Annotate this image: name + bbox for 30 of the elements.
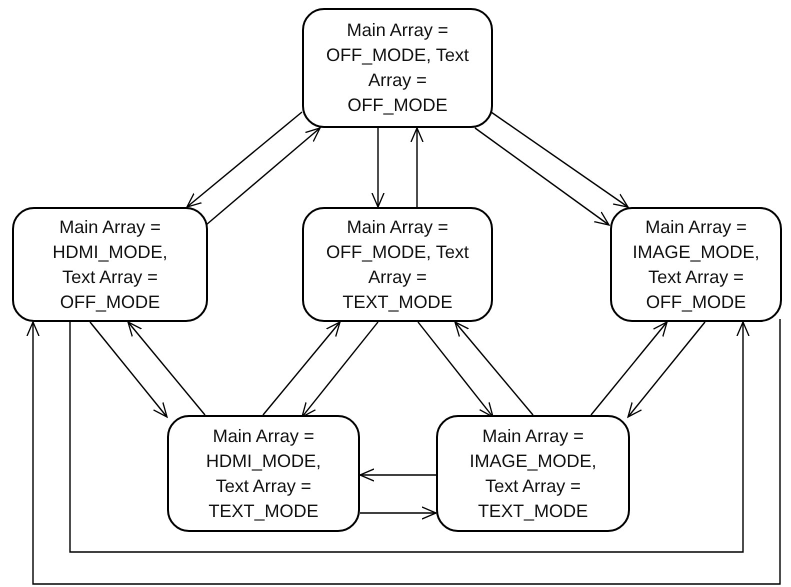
transition-arrow — [69, 321, 750, 553]
state-label: Main Array = IMAGE_MODE, Text Array = TEXT_MODE — [468, 424, 598, 522]
transition-arrow — [417, 322, 494, 418]
transition-arrow — [359, 468, 436, 482]
state-label: Main Array = OFF_MODE, Text Array = OFF_MODE — [325, 19, 470, 117]
state-box — [610, 207, 782, 322]
transition-arrow — [371, 128, 385, 208]
state-label: Main Array = HDMI_MODE, Text Array = TEXT_MODE — [204, 424, 322, 522]
transition-arrow — [627, 322, 706, 418]
transition-arrow — [360, 506, 437, 520]
transition-arrow — [454, 321, 534, 416]
state-box — [302, 207, 493, 322]
state-box — [302, 8, 493, 128]
state-box — [167, 415, 360, 532]
state-box — [436, 415, 630, 532]
state-box — [12, 207, 208, 322]
state-label: Main Array = IMAGE_MODE, Text Array = OFF_MODE — [631, 216, 761, 314]
transition-arrow — [301, 322, 379, 418]
transition-arrow — [410, 127, 424, 207]
state-label: Main Array = OFF_MODE, Text Array = TEXT_MODE — [325, 216, 470, 314]
transition-arrow — [590, 321, 668, 416]
transition-arrow — [127, 321, 206, 416]
transition-arrow — [89, 322, 168, 418]
transition-arrow — [26, 319, 781, 585]
transition-arrow — [474, 127, 610, 226]
state-label: Main Array = HDMI_MODE, Text Array = OFF_MODE — [51, 216, 168, 314]
transition-arrow — [186, 111, 302, 208]
transition-arrow — [206, 127, 321, 226]
transition-arrow — [262, 321, 341, 416]
transition-arrow — [490, 111, 629, 208]
